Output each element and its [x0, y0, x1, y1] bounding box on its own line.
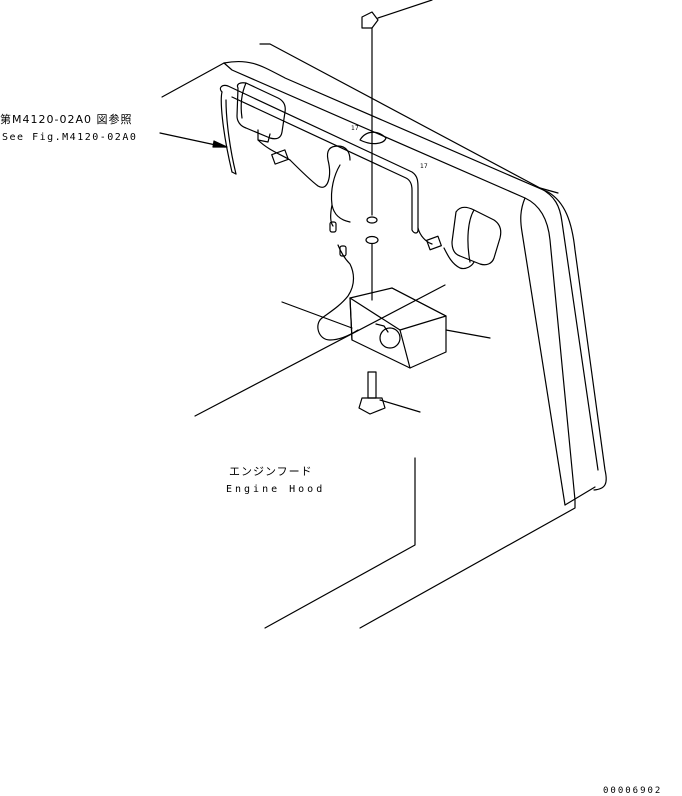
- engine-hood-outline: [161, 43, 607, 629]
- item-tag-2: 17: [420, 163, 428, 170]
- mounting-bolt-stack: [358, 0, 433, 415]
- control-box: [281, 287, 491, 369]
- right-work-lamp: [417, 206, 502, 270]
- reference-en-label: See Fig.M4120-02A0: [2, 132, 138, 143]
- wire-harness: [257, 139, 359, 341]
- left-work-lamp: [236, 82, 286, 143]
- drawing-number: 00006902: [603, 786, 663, 796]
- engine-hood-en-label: Engine Hood: [226, 484, 326, 495]
- reference-leader: [159, 132, 228, 148]
- item-tag-1: 17: [351, 125, 359, 132]
- reference-jp-label: 第M4120-02A0 図参照: [0, 113, 133, 126]
- engine-hood-jp-label: エンジンフード: [229, 465, 313, 478]
